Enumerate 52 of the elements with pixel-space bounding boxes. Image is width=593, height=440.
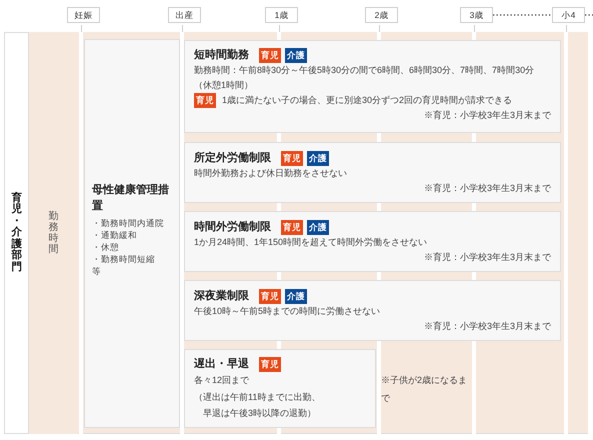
card-text: 1か月24時間、1年150時間を超えて時間外労働をさせない [194,236,428,249]
category-tag: 育児 [281,220,303,234]
measure-card [184,142,561,203]
card-note: ※育児：小学校3年生3月末まで [424,252,551,262]
measure-card [184,211,561,272]
measure-card [184,280,561,341]
card-text: 午後10時～午前5時までの時間に労働させない [194,305,380,318]
timeline-label: 出産 [168,7,201,23]
card-note: ※育児：小学校3年生3月末まで [424,183,551,193]
category-tag: 介護 [285,288,307,304]
row-header-band [4,32,29,434]
category-tag: 育児 [194,93,216,108]
dotted-line [585,14,593,16]
card-note: ※育児：小学校3年生3月末まで [424,110,551,120]
timeline-label: 2歳 [365,7,398,23]
timeline-label: 3歳 [460,7,493,23]
list-item: ・通勤緩和 [92,230,137,240]
category-tag: 育児 [259,356,281,372]
card-title: 時間外労働制限 [194,220,271,235]
category-tag: 介護 [307,220,329,234]
measure-card [184,349,376,428]
list-item: 等 [92,266,101,276]
list-item: ・勤務時間短縮 [92,254,155,264]
card-title: 深夜業制限 [194,288,249,304]
card-text: （休憩1時間） [194,79,254,92]
category-tag: 介護 [307,150,329,166]
list-item: ・休憩 [92,242,119,252]
list-item: ・勤務時間内通院 [92,218,164,228]
dotted-line [493,14,552,16]
card-title: 短時間勤務 [194,48,249,63]
card-text: 勤務時間：午前8時30分～午後5時30分の間で6時間、6時間30分、7時間、7時間30分 [194,64,534,77]
measure-card [84,39,180,428]
card-title: 所定外労働制限 [194,150,271,166]
note-text: ※子供が2歳になるまで [381,374,468,405]
category-tag: 育児 [259,48,281,62]
category-tag: 育児 [259,288,281,304]
card-title: 母性健康管理措置 [92,184,169,212]
category-tag: 介護 [285,48,307,62]
measure-card [184,40,561,133]
category-tag: 育児 [281,150,303,166]
card-title: 遅出・早退 [194,356,249,372]
card-text: 時間外勤務および休日勤務をさせない [194,167,347,180]
card-text: 各々12回まで [194,375,250,385]
card-text: 1歳に満たない子の場合、更に別途30分ずつ2回の育児時間が請求できる [222,94,512,107]
card-note: ※育児：小学校3年生3月末まで [424,321,551,331]
timeline-label: 妊娠 [67,7,100,23]
timeline-label: 小4 [552,7,585,23]
card-text: （遅出は午前11時までに出勤、 [194,392,320,402]
vertical-heading: 育児・介護部門 [11,192,22,274]
timeline-label: 1歳 [265,7,298,23]
card-text: 早退は午後3時以降の退勤） [203,408,316,418]
vertical-heading: 勤務時間 [48,211,58,255]
